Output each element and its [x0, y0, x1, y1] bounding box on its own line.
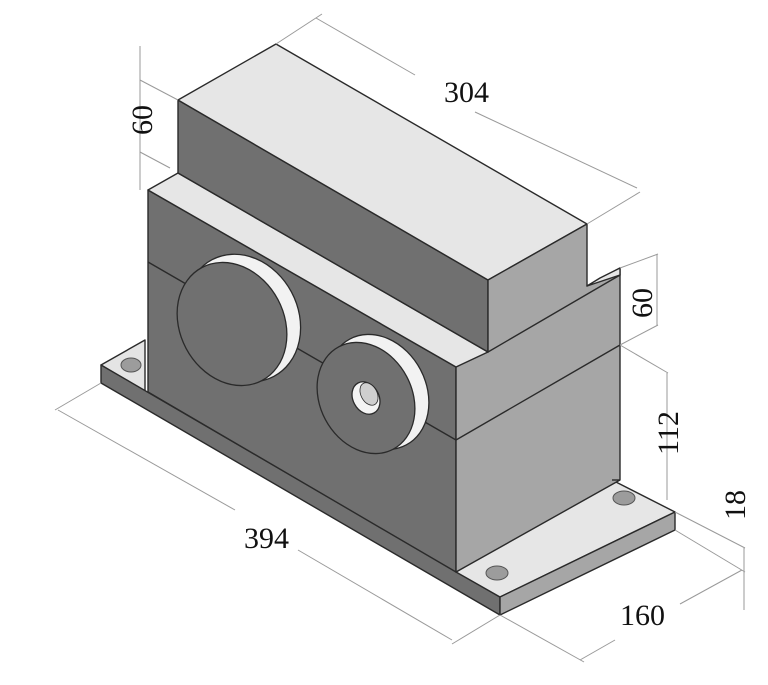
- dim-394: 394: [244, 522, 289, 555]
- dim-304: 304: [444, 76, 489, 109]
- dim-18: 18: [719, 490, 752, 520]
- dim-160: 160: [620, 599, 665, 632]
- dim-112: 112: [652, 411, 685, 455]
- mount-hole-left: [120, 357, 142, 373]
- mount-hole-back: [612, 490, 636, 506]
- bearing-boss-large: [176, 253, 302, 387]
- bearing-boss-small: [316, 333, 430, 455]
- dim-60-left: 60: [126, 105, 159, 135]
- mount-hole-front: [485, 565, 509, 581]
- dim-60-right: 60: [626, 288, 659, 318]
